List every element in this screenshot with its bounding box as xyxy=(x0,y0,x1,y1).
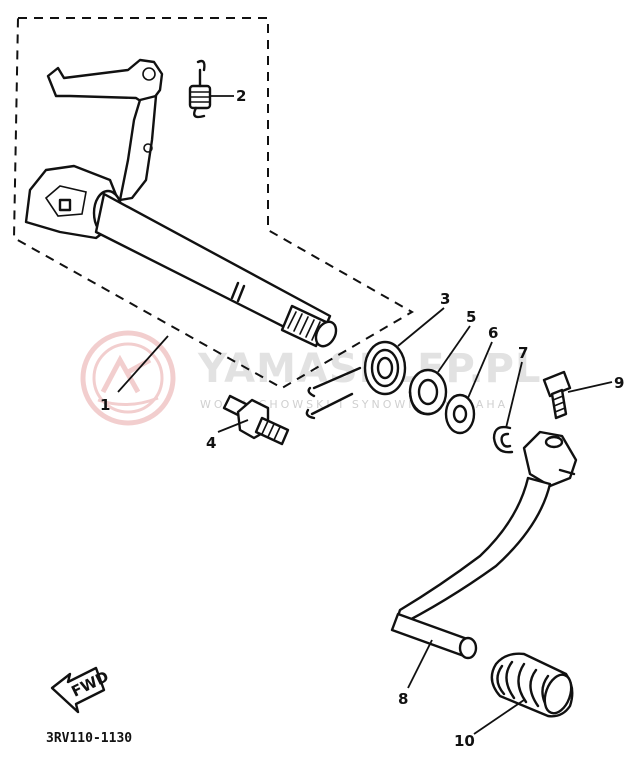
callout-7: 7 xyxy=(518,344,528,362)
drawing-code: 3RV110-1130 xyxy=(46,731,132,746)
part-7-circlip xyxy=(492,425,514,454)
callout-6: 6 xyxy=(488,324,498,342)
callout-5: 5 xyxy=(466,308,476,326)
callout-labels: 1 2 3 4 5 6 7 8 9 10 xyxy=(100,87,624,750)
assembly-boundary-dashed xyxy=(12,17,415,390)
callout-1: 1 xyxy=(100,396,110,414)
watermark-logo-icon xyxy=(80,330,176,426)
part-6-washer xyxy=(444,393,476,435)
part-10-rubber-footrest xyxy=(490,652,574,718)
callout-2: 2 xyxy=(236,87,246,105)
part-3-torsion-spring xyxy=(305,340,407,420)
part-8-shift-pedal xyxy=(390,430,578,660)
callout-8: 8 xyxy=(398,690,408,708)
callout-3: 3 xyxy=(440,290,450,308)
part-5-collar xyxy=(408,368,448,416)
part-9-bolt xyxy=(542,370,572,420)
fwd-arrow-icon: FWD xyxy=(50,666,112,714)
callout-9: 9 xyxy=(614,374,624,392)
callout-10: 10 xyxy=(454,732,475,750)
leader-lines xyxy=(117,95,613,735)
part-4-stud-bolt xyxy=(222,394,290,446)
part-1-shift-shaft xyxy=(24,58,338,348)
callout-4: 4 xyxy=(206,434,216,452)
part-2-spring xyxy=(188,59,212,119)
